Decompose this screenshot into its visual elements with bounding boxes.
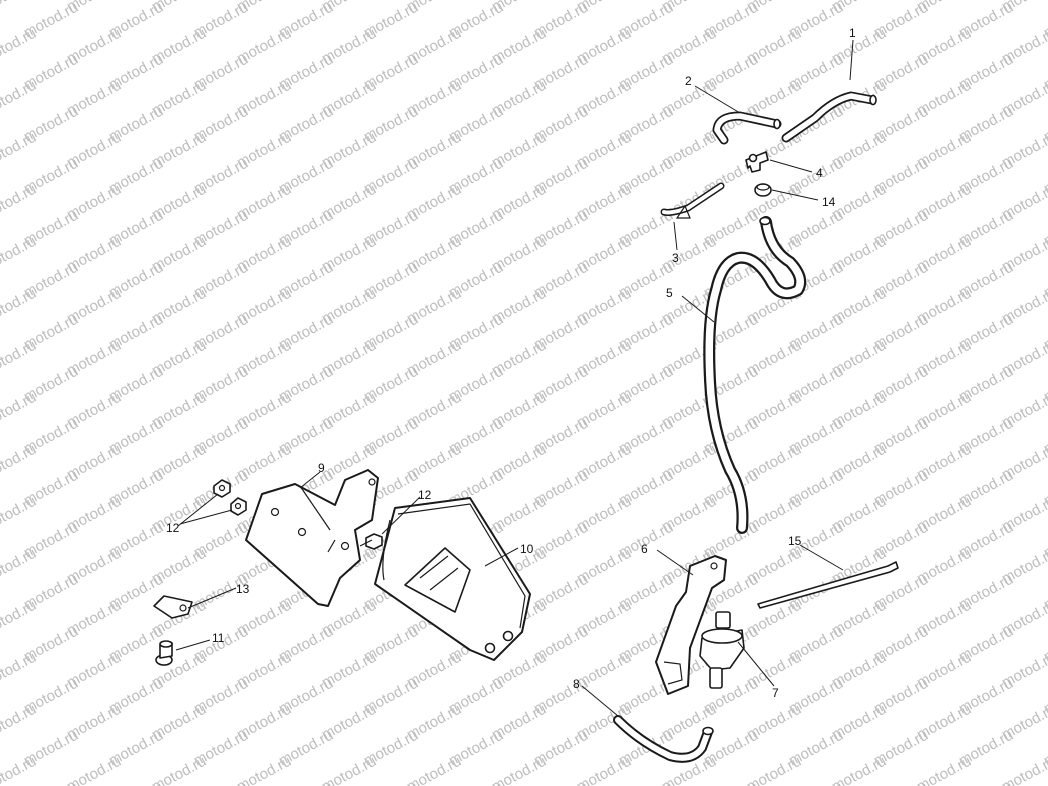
watermark-text: motod.ru <box>446 779 506 786</box>
bracket-6 <box>655 555 727 695</box>
callout-labels: 1 2 3 4 14 5 9 12 12 10 13 11 6 15 7 8 <box>166 26 856 700</box>
callout-14: 14 <box>822 195 836 209</box>
watermark-text: motod.ru <box>616 779 676 786</box>
watermark-text: motod.ru <box>531 779 591 786</box>
watermark-text: motod.ru <box>0 337 39 380</box>
hose-2 <box>712 111 782 145</box>
hose-3 <box>660 182 725 219</box>
clip-14 <box>754 183 772 197</box>
watermark-text: motod.ru <box>0 0 39 16</box>
watermark-text: motod.ru <box>0 441 39 484</box>
watermark-text: motod.ru <box>956 779 1016 786</box>
leader-lines <box>175 39 854 717</box>
nut-12-a <box>213 479 231 498</box>
watermark-text: motod.ru <box>0 389 39 432</box>
clip-13 <box>153 595 193 619</box>
hose-8 <box>613 715 714 763</box>
watermark-text: motod.ru <box>786 779 846 786</box>
watermark-text: motod.ru <box>276 779 336 786</box>
watermark-text: motod.ru <box>1041 779 1048 786</box>
t-fitting-4 <box>745 151 769 173</box>
watermark-text: motod.ru <box>0 753 39 786</box>
watermark-text: motod.ru <box>361 779 421 786</box>
callout-12-left: 12 <box>166 521 180 535</box>
watermark-text: motod.ru <box>0 129 39 172</box>
bolt-12-c <box>359 533 383 550</box>
hose-5 <box>703 216 807 534</box>
watermark-text: motod.ru <box>191 779 251 786</box>
callout-10: 10 <box>520 542 534 556</box>
watermark-text: motod.ru <box>0 77 39 120</box>
watermark-text: motod.ru <box>0 181 39 224</box>
watermark-text: motod.ru <box>0 233 39 276</box>
callout-11: 11 <box>212 631 225 645</box>
strap-15 <box>757 561 899 609</box>
watermark-text: motod.ru <box>21 779 81 786</box>
canister-10 <box>374 497 531 661</box>
watermark-text: motod.ru <box>0 285 39 328</box>
watermark-text: motod.ru <box>0 545 39 588</box>
callout-5: 5 <box>666 286 673 300</box>
watermark-text: motod.ru <box>871 779 931 786</box>
watermark-text: motod.ru <box>0 649 39 692</box>
bracket-9 <box>245 469 379 607</box>
watermark-text: motod.ru <box>0 701 39 744</box>
callout-3: 3 <box>672 251 679 265</box>
callout-1: 1 <box>849 26 856 40</box>
callout-4: 4 <box>816 166 823 180</box>
watermark-text: motod.ru <box>0 493 39 536</box>
callout-7: 7 <box>772 686 779 700</box>
callout-6: 6 <box>641 542 648 556</box>
callout-2: 2 <box>685 74 692 88</box>
watermark-text: motod.ru <box>0 597 39 640</box>
callout-15: 15 <box>788 534 802 548</box>
nut-12-b <box>230 497 247 516</box>
callout-12-right: 12 <box>418 488 432 502</box>
callout-13: 13 <box>236 582 250 596</box>
watermark-text: motod.ru <box>106 779 166 786</box>
valve-7 <box>699 611 745 689</box>
bolt-11 <box>155 640 173 666</box>
watermark-text: motod.ru <box>0 25 39 68</box>
callout-9: 9 <box>318 461 325 475</box>
watermark-text: motod.ru <box>701 779 761 786</box>
hose-1 <box>781 91 877 143</box>
callout-8: 8 <box>573 677 580 691</box>
